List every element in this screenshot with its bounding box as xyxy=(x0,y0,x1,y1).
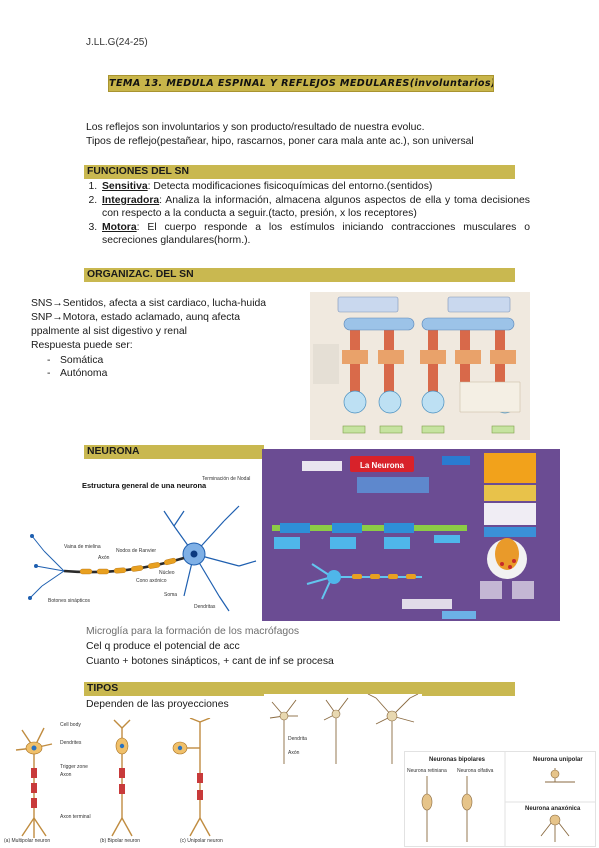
funcion-item: Sensitiva: Detecta modificaciones fisico… xyxy=(100,180,530,193)
section-organizac: ORGANIZAC. DEL SN xyxy=(84,268,515,282)
label-nodos: Nodos de Ranvier xyxy=(116,548,156,554)
fig-label-retiniana: Neurona retiniana xyxy=(407,768,447,774)
funcion-item: Integradora: Analiza la información, alm… xyxy=(100,194,530,220)
neuron-types-right-diagram: Neuronas bipolares Neurona unipolar Neur… xyxy=(404,751,596,847)
organizac-line-1: SNS→Sentidos, afecta a sist cardiaco, lu… xyxy=(31,298,267,309)
funcion-item: Motora: El cuerpo responde a los estímul… xyxy=(100,221,530,247)
label-nucleo: Núcleo xyxy=(159,570,175,576)
fig-title-unipolar: Neurona unipolar xyxy=(533,757,583,763)
fig-label-axon: Axon xyxy=(60,772,72,778)
fig-title-bipolares: Neuronas bipolares xyxy=(429,757,486,763)
organizac-line-4: Respuesta puede ser: xyxy=(31,340,133,351)
fig-label-unipolar: (c) Unipolar neuron xyxy=(180,838,223,844)
label-cono: Cono axónico xyxy=(136,578,167,584)
organizac-line-3: ppalmente al sist digestivo y renal xyxy=(31,326,187,337)
organizac-line-2: SNP→Motora, estado aclamado, aunq afecta xyxy=(31,312,241,323)
label-dendritas: Dendritas xyxy=(194,604,216,610)
fig-title-anaxonica: Neurona anaxónica xyxy=(525,806,581,812)
neurona-note-1: Microglía para la formación de los macró… xyxy=(86,626,300,637)
label-vaina: Vaina de mielina xyxy=(64,544,101,550)
sn-organization-diagram xyxy=(310,292,530,440)
fig-label-axon-terminal: Axon terminal xyxy=(60,814,91,820)
tipos-subtitle: Dependen de las proyecciones xyxy=(86,699,229,710)
respuesta-item: Autónoma xyxy=(44,367,107,380)
neuron-sketches: Dendrita Axón xyxy=(264,694,422,770)
neuron-types-diagram: Cell body Dendrites Trigger zone Axon Ax… xyxy=(4,718,260,844)
fig-label-cell-body: Cell body xyxy=(60,722,81,728)
fig-label-dendrites: Dendrites xyxy=(60,740,82,746)
neuron-structure-title: Estructura general de una neurona xyxy=(82,481,207,490)
fig-label-trigger: Trigger zone xyxy=(60,764,88,770)
intro-line-1: Los reflejos son involuntarios y son pro… xyxy=(86,122,425,133)
label-terminacion: Terminación de Nodal xyxy=(202,476,250,482)
respuesta-item: Somática xyxy=(44,354,107,367)
sketch-label-dendrita: Dendrita xyxy=(288,736,307,742)
neurona-note-3: Cuanto + botones sinápticos, + cant de i… xyxy=(86,656,334,667)
neuron-structure-diagram: Estructura general de una neurona Termin… xyxy=(24,466,262,616)
section-funciones: FUNCIONES DEL SN xyxy=(84,165,515,179)
label-axon: Axón xyxy=(98,555,110,561)
section-tipos: TIPOS xyxy=(84,682,515,696)
label-soma: Soma xyxy=(164,592,177,598)
neurona-note-2: Cel q produce el potencial de acc xyxy=(86,641,240,652)
neurona-mindmap: La Neurona xyxy=(262,449,560,621)
document-code: J.LL.G(24-25) xyxy=(86,37,148,48)
fig-label-bipolar: (b) Bipolar neuron xyxy=(100,838,140,844)
fig-label-olfativa: Neurona olfativa xyxy=(457,768,494,774)
document-title: TEMA 13. MEDULA ESPINAL Y REFLEJOS MEDUL… xyxy=(108,75,494,92)
label-botones: Botones sinápticos xyxy=(48,598,90,604)
intro-line-2: Tipos de reflejo(pestañear, hipo, rascar… xyxy=(86,136,474,147)
mindmap-title: La Neurona xyxy=(360,461,405,470)
respuesta-list: Somática Autónoma xyxy=(44,354,107,380)
section-neurona: NEURONA xyxy=(84,445,264,459)
funciones-list: Sensitiva: Detecta modificaciones fisico… xyxy=(84,180,530,248)
fig-label-multipolar: (a) Multipolar neuron xyxy=(4,838,50,844)
sketch-label-axon: Axón xyxy=(288,750,300,756)
